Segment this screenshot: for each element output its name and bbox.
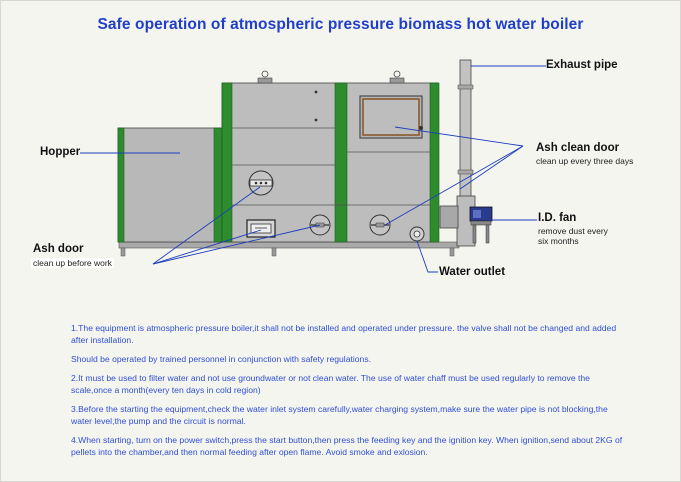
ash-clean-door [359, 95, 423, 139]
note-5: 4.When starting, turn on the power switc… [71, 435, 623, 457]
label-id-fan-note-1: remove dust every [538, 226, 608, 236]
safety-notes: 1.The equipment is atmospheric pressure … [71, 322, 631, 465]
label-id-fan: I.D. fan [538, 212, 577, 224]
hopper [117, 127, 223, 243]
water-outlet-fitting [409, 226, 425, 242]
pointer-ash-clean-1 [394, 126, 524, 147]
label-ash-clean-door: Ash clean door [536, 142, 620, 154]
base-frame [118, 241, 460, 257]
lifting-lug-left [257, 70, 273, 84]
note-1: 1.The equipment is atmospheric pressure … [71, 323, 617, 345]
control-port [248, 170, 274, 196]
page-title: Safe operation of atmospheric pressure b… [97, 16, 584, 33]
pointer-ash-clean-3 [384, 145, 524, 226]
pointer-ash-clean-2 [459, 145, 524, 190]
label-water-outlet: Water outlet [439, 266, 506, 278]
note-3: 2.It must be used to filter water and no… [71, 373, 590, 395]
label-exhaust-pipe: Exhaust pipe [546, 59, 618, 71]
pointer-lines [80, 65, 546, 273]
lifting-lug-right [389, 70, 405, 84]
cleaning-port-2 [369, 214, 391, 236]
label-hopper: Hopper [40, 146, 81, 158]
label-ash-clean-door-note: clean up every three days [536, 156, 634, 166]
id-fan [439, 205, 493, 244]
note-4: 3.Before the starting the equipment,chec… [71, 404, 608, 426]
ash-door-drawer [246, 219, 276, 238]
note-2: Should be operated by trained personnel … [71, 354, 372, 364]
label-id-fan-note-2: six months [538, 236, 579, 246]
pointer-ash-door-2 [152, 229, 262, 265]
label-ash-door: Ash door [33, 243, 84, 255]
pointer-ash-door-1 [152, 186, 261, 265]
pointer-water-outlet [416, 240, 438, 273]
pointer-ash-door-3 [152, 224, 321, 265]
label-ash-door-note: clean up before work [31, 258, 114, 268]
